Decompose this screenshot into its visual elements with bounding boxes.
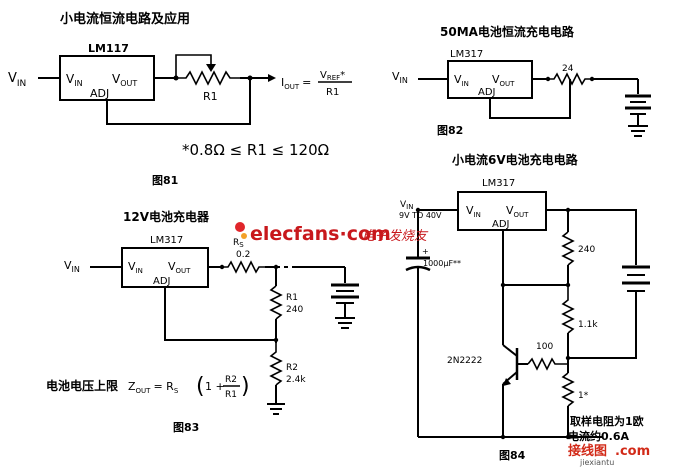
fig81-pin-vin: VIN xyxy=(66,72,83,88)
fig83-r1-label: R1 xyxy=(286,293,298,303)
fig81-r1-resistor xyxy=(176,70,240,86)
fig84-batt-feed xyxy=(568,209,637,265)
fig84-ic-box xyxy=(457,191,547,231)
elecfans-watermark-text: elecfans·com xyxy=(250,223,391,245)
fig84-r240-resistor xyxy=(561,231,575,266)
fig81-node2 xyxy=(247,75,253,81)
fig83-formula-label: 电池电压上限 xyxy=(46,378,118,393)
fig84-adj-node2 xyxy=(500,282,506,288)
fig84-ic-name: LM317 xyxy=(482,178,515,189)
fig83-circuit: 12V电池充电器 LM317 VIN VIN VOUT ADJ RS 0.2 R… xyxy=(46,209,359,434)
fig84-r100-resistor xyxy=(527,357,569,371)
fig84-r1star-resistor xyxy=(561,372,575,407)
fig82-circuit: 50MA电池恒流充电电路 LM317 VIN VIN VOUT ADJ 24 图… xyxy=(392,24,651,137)
fig83-title: 12V电池充电器 xyxy=(123,209,210,224)
fig84-caption: 图84 xyxy=(499,449,526,462)
fig82-vin-label: VIN xyxy=(392,70,408,85)
fig81-adj-wire xyxy=(106,78,251,125)
fig84-gnd-node2 xyxy=(565,434,571,440)
fig84-batt-return xyxy=(568,291,637,359)
elecfans-watermark-cn: 电子发烧友 xyxy=(362,229,429,244)
fig81-caption: 图81 xyxy=(152,174,178,187)
fig82-node2 xyxy=(589,76,595,82)
fig81-constraint: *0.8Ω ≤ R1 ≤ 120Ω xyxy=(182,141,329,159)
jiexiantu-watermark: 接线图 .com jiexiantu xyxy=(568,443,650,467)
fig84-r11k-label: 1.1k xyxy=(578,320,598,330)
jiexiantu-url: jiexiantu xyxy=(579,458,614,467)
fig82-caption: 图82 xyxy=(437,124,463,137)
fig81-pin-vout: VOUT xyxy=(112,72,137,88)
fig83-formula-z: ZOUT= RS xyxy=(128,380,179,395)
fig83-r1-resistor xyxy=(269,285,283,320)
fig81-pin-adj: ADJ xyxy=(90,87,109,100)
fig84-circuit: 小电流6V电池充电电路 LM317 VIN 9V TO 40V VIN VOUT… xyxy=(399,152,650,462)
fig83-pin-vin: VIN xyxy=(128,260,143,275)
fig84-transistor-label: 2N2222 xyxy=(447,356,482,366)
fig83-r2-val: 2.4k xyxy=(286,375,306,385)
fig83-paren-open: ( xyxy=(196,374,205,399)
fig82-pin-vin: VIN xyxy=(454,73,469,88)
fig84-vin-range: 9V TO 40V xyxy=(399,211,442,220)
fig81-title: 小电流恒流电路及应用 xyxy=(60,11,190,27)
fig81-iout-label: IOUT= xyxy=(281,76,311,91)
fig84-pin-adj: ADJ xyxy=(492,219,510,230)
jiexiantu-com: .com xyxy=(615,444,650,459)
fig84-title: 小电流6V电池充电电路 xyxy=(452,152,579,167)
fig83-r2-resistor xyxy=(269,343,283,386)
fig84-r1star-label: 1* xyxy=(578,391,589,401)
fig84-cap-plus: + xyxy=(422,247,429,256)
fig83-one-plus: 1 + xyxy=(205,380,225,393)
fig82-adj-wire xyxy=(489,79,571,119)
fig84-cap-label: 1000μF** xyxy=(423,259,461,268)
fig84-transistor-arrow xyxy=(503,378,511,386)
fig81-wiper-wire xyxy=(175,54,212,78)
fig83-rs-resistor xyxy=(222,260,265,274)
fig84-cap-plate2 xyxy=(405,265,431,272)
fig84-r240-label: 240 xyxy=(578,245,595,255)
fig83-frac-top: R2 xyxy=(225,375,237,385)
fig83-adj-wire xyxy=(164,287,276,341)
fig82-res-label: 24 xyxy=(562,64,574,74)
fig81-ic-name: LM117 xyxy=(88,42,129,55)
fig82-title: 50MA电池恒流充电电路 xyxy=(440,24,575,39)
fig84-transistor-collector xyxy=(502,344,518,357)
fig84-pin-vin: VIN xyxy=(466,204,481,219)
fig83-pin-vout: VOUT xyxy=(168,260,191,275)
fig83-r2-label: R2 xyxy=(286,363,298,373)
fig83-r1-val: 240 xyxy=(286,305,303,315)
fig84-note2: 电流约0.6A xyxy=(568,429,629,443)
elecfans-watermark: elecfans·com 电子发烧友 xyxy=(235,222,429,245)
jiexiantu-cn: 接线图 xyxy=(568,443,607,459)
fig83-ic-name: LM317 xyxy=(150,235,183,246)
fig84-adj-wire xyxy=(502,230,568,286)
fig84-r100-label: 100 xyxy=(536,342,553,352)
fig82-pin-adj: ADJ xyxy=(478,87,496,98)
fig81-vref: VREF* xyxy=(320,70,345,82)
elecfans-logo-icon xyxy=(235,222,247,239)
fig82-ic-name: LM317 xyxy=(450,49,483,60)
fig83-caption: 图83 xyxy=(173,421,199,434)
fig84-r11k-resistor xyxy=(561,285,575,334)
fig84-pin-vout: VOUT xyxy=(506,204,529,219)
fig84-note1: 取样电阻为1欧 xyxy=(570,414,644,428)
fig81-circuit: 小电流恒流电路及应用 LM117 VIN VIN VOUT ADJ R1 IOU… xyxy=(8,11,352,187)
fig83-vin-label: VIN xyxy=(64,259,80,274)
fig81-vin-label: VIN xyxy=(8,71,26,89)
fig81-div: R1 xyxy=(326,87,339,98)
fig83-pin-adj: ADJ xyxy=(153,276,171,287)
fig81-wiper-arrow xyxy=(206,64,216,72)
fig83-rs-val: 0.2 xyxy=(236,250,250,260)
fig81-r1-label: R1 xyxy=(203,90,218,103)
fig84-gnd-node1 xyxy=(500,434,506,440)
fig83-rs-label: RS xyxy=(233,238,244,249)
fig81-iout-arrow xyxy=(268,74,276,82)
fig83-frac-bot: R1 xyxy=(225,390,237,400)
fig82-pin-vout: VOUT xyxy=(492,73,515,88)
fig84-vin-label: VIN xyxy=(400,200,413,211)
fig83-paren-close: ) xyxy=(241,374,250,399)
